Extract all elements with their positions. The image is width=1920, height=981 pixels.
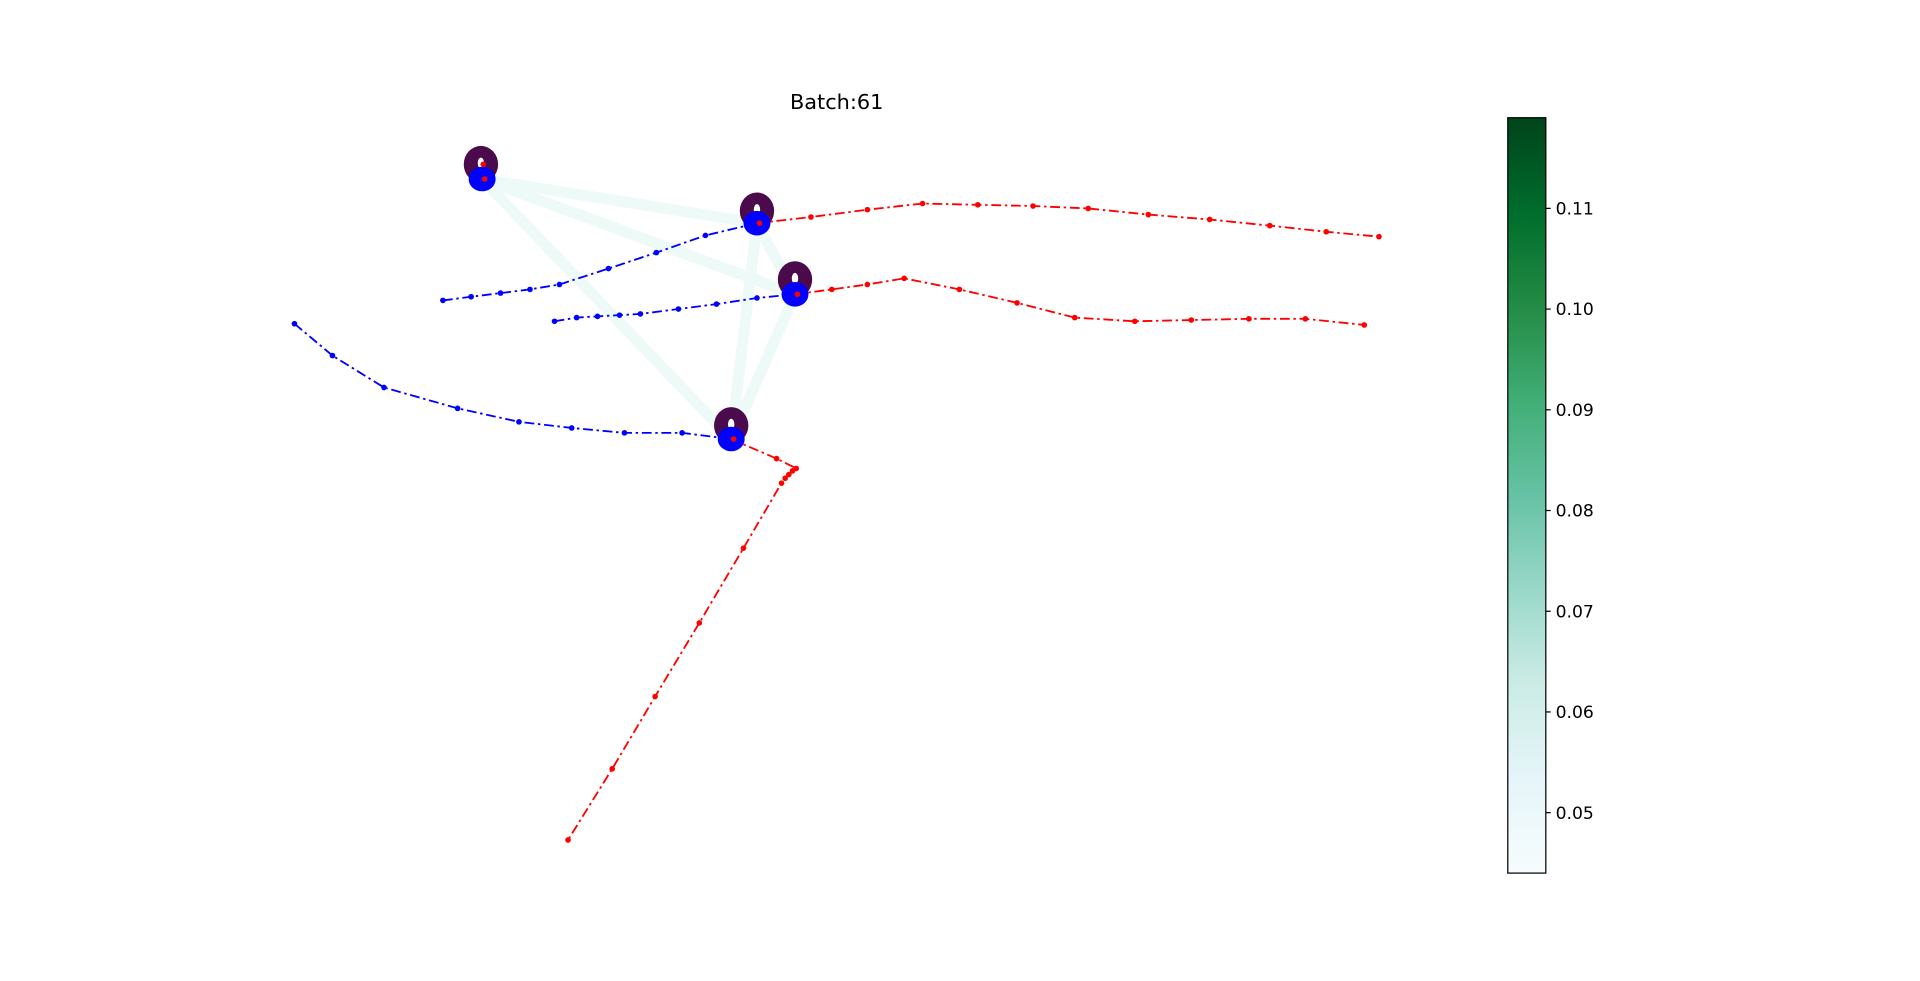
interaction-edge: [476, 173, 801, 300]
predicted-point: [901, 275, 908, 282]
predicted-point: [789, 468, 796, 474]
predicted-point: [808, 214, 814, 220]
predicted-point: [1323, 228, 1330, 235]
observed-point: [754, 295, 760, 301]
predicted-point: [1302, 316, 1309, 322]
predicted-point: [778, 480, 785, 486]
colorbar-tick-label: 0.06: [1556, 703, 1594, 723]
observed-point: [527, 286, 533, 293]
predicted-point: [956, 286, 963, 293]
predicted-point: [1085, 205, 1092, 212]
colorbar-tick-label: 0.10: [1556, 300, 1594, 320]
observed-point: [551, 318, 558, 325]
predicted-point: [974, 201, 981, 208]
observed-trajectory: [293, 323, 732, 440]
predicted-start-point: [794, 291, 801, 298]
plot-area: [291, 145, 1382, 843]
colorbar-ticks: 0.05 0.06 0.07 0.08 0.09 0.10 0.11: [1545, 199, 1594, 824]
predicted-point: [1361, 322, 1368, 328]
observed-point: [653, 249, 660, 256]
observed-point: [621, 430, 628, 436]
predicted-point: [1071, 314, 1078, 321]
predicted-point: [773, 455, 780, 462]
predicted-point: [786, 471, 792, 478]
observed-point: [702, 232, 709, 239]
predicted-start-point: [756, 220, 763, 226]
observed-point: [556, 281, 563, 288]
observed-point: [497, 290, 504, 296]
predicted-point: [919, 200, 926, 207]
predicted-point: [696, 620, 703, 626]
predicted-point: [609, 766, 616, 772]
observed-point: [329, 352, 336, 359]
predicted-trajectory: [794, 277, 1365, 326]
predicted-start-point: [730, 436, 737, 442]
agent-marker-notch: [791, 272, 799, 284]
predicted-start-point: [481, 176, 488, 182]
observed-point: [381, 384, 387, 391]
observed-point: [573, 314, 580, 321]
observed-point: [291, 320, 298, 327]
predicted-point: [782, 475, 788, 482]
observed-point: [679, 430, 685, 436]
predicted-point: [1145, 211, 1152, 218]
predicted-point: [864, 281, 871, 288]
observed-point: [594, 313, 601, 320]
chart-title: Batch:61: [790, 90, 883, 114]
observed-point: [454, 405, 461, 412]
observed-point: [440, 297, 446, 304]
predicted-point: [1030, 203, 1036, 209]
predicted-point: [1266, 222, 1273, 229]
predicted-trajectory: [567, 438, 799, 841]
interaction-edge: [476, 173, 737, 445]
predicted-point: [740, 545, 747, 551]
observed-point: [516, 419, 522, 425]
predicted-point: [864, 206, 871, 213]
predicted-point: [565, 837, 571, 843]
colorbar-tick-label: 0.11: [1556, 199, 1594, 219]
predicted-trajectory: [756, 202, 1380, 238]
colorbar-tick-label: 0.05: [1556, 804, 1594, 824]
observed-point: [616, 312, 623, 318]
observed-point: [605, 265, 612, 272]
predicted-point: [480, 161, 487, 168]
predicted-point: [1132, 318, 1138, 325]
predicted-point: [1014, 300, 1020, 306]
predicted-point: [1246, 316, 1252, 322]
interaction-edge: [476, 173, 763, 229]
observed-point: [637, 311, 644, 317]
observed-point: [713, 301, 720, 307]
colorbar-tick-label: 0.09: [1556, 401, 1594, 421]
colorbar-tick-label: 0.07: [1556, 602, 1594, 622]
observed-point: [568, 425, 575, 431]
colorbar: 0.05 0.06 0.07 0.08 0.09 0.10 0.11: [1507, 117, 1594, 874]
predicted-point: [1376, 233, 1382, 240]
observed-point: [675, 306, 682, 312]
colorbar-tick-label: 0.08: [1556, 502, 1594, 522]
predicted-point: [1188, 317, 1195, 323]
predicted-point: [828, 286, 835, 293]
predicted-point: [1206, 216, 1213, 223]
interaction-edge: [725, 217, 763, 445]
predicted-point: [652, 693, 658, 700]
colorbar-gradient: [1507, 117, 1547, 874]
observed-point: [468, 293, 474, 300]
